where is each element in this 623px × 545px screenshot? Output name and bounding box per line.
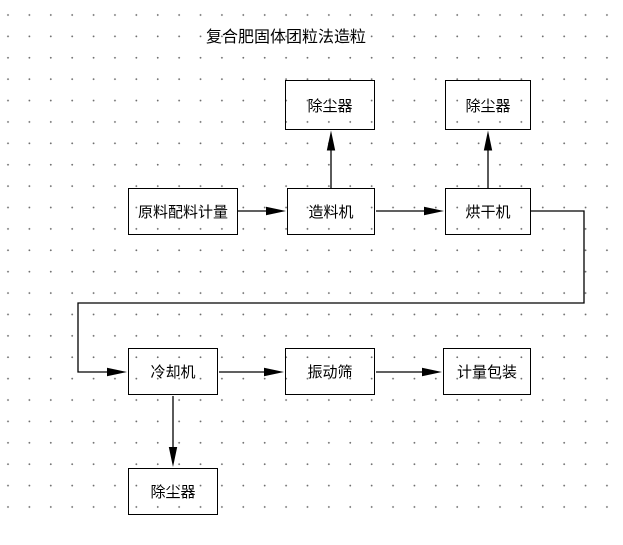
grid-dots (0, 0, 623, 522)
node-metering-packaging[interactable]: 计量包装 (443, 348, 531, 395)
arrowhead-dryer-to-dust-tr (483, 130, 493, 151)
arrowhead-granulator-to-dryer (424, 206, 444, 216)
arrowhead-vibscreen-to-packaging (422, 367, 442, 377)
arrowhead-granulator-to-dust-tl (326, 130, 336, 151)
node-label: 除尘器 (465, 96, 511, 115)
node-label: 除尘器 (307, 96, 353, 115)
edge-dryer-to-cooler (77, 210, 585, 373)
node-dryer[interactable]: 烘干机 (445, 188, 531, 235)
node-raw-material-metering[interactable]: 原料配料计量 (128, 188, 238, 235)
node-label: 冷却机 (150, 363, 196, 381)
node-label: 原料配料计量 (137, 203, 228, 221)
node-label: 烘干机 (465, 203, 511, 221)
node-dust-collector-top-left[interactable]: 除尘器 (285, 80, 375, 130)
arrowhead-cooler-to-dust-bottom (168, 447, 178, 467)
node-cooler[interactable]: 冷却机 (128, 348, 218, 395)
node-granulator[interactable]: 造料机 (287, 188, 375, 235)
diagram-title: 复合肥固体团粒法造粒 (206, 27, 367, 46)
node-dust-collector-bottom[interactable]: 除尘器 (128, 468, 218, 515)
node-label: 造料机 (308, 203, 354, 221)
node-label: 振动筛 (307, 363, 353, 381)
arrowhead-dryer-to-cooler (107, 367, 127, 377)
node-vibrating-screen[interactable]: 振动筛 (285, 348, 375, 395)
node-label: 除尘器 (150, 483, 196, 501)
node-dust-collector-top-right[interactable]: 除尘器 (445, 80, 531, 130)
arrowhead-cooler-to-vibscreen (264, 367, 284, 377)
node-label: 计量包装 (456, 363, 517, 381)
arrowhead-raw-to-granulator (266, 206, 286, 216)
